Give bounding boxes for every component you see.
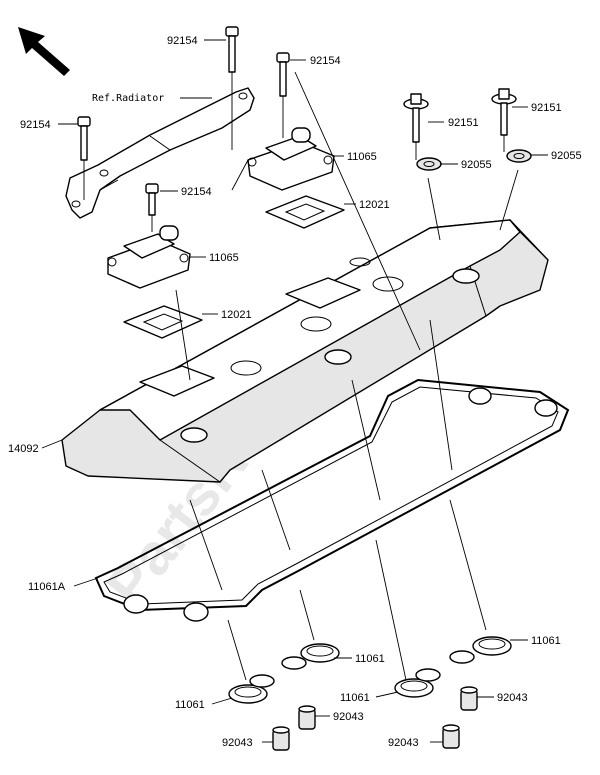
callout-11061-c: 11061 <box>340 692 370 704</box>
callout-92043-b: 92043 <box>333 711 364 723</box>
callout-11061-b: 11061 <box>355 653 385 665</box>
washer-92055-left <box>416 157 442 171</box>
sleeve-92043-b <box>298 705 316 730</box>
reference-label-radiator: Ref.Radiator <box>92 93 164 104</box>
plug-gasket-11061-b <box>281 643 340 670</box>
callout-14092-cover: 14092 <box>8 443 39 455</box>
plate-12021-upper <box>265 195 345 229</box>
callout-92043-a: 92043 <box>222 737 253 749</box>
callout-92154-lower: 92154 <box>181 186 212 198</box>
callout-11061-d: 11061 <box>531 635 561 647</box>
callout-11065-upper: 11065 <box>347 151 377 163</box>
callout-92154-mid: 92154 <box>310 55 341 67</box>
bolt-92154-left <box>77 116 91 161</box>
callout-12021-lower: 12021 <box>221 309 252 321</box>
washer-92055-right <box>506 149 532 163</box>
callout-11061-a: 11061 <box>175 699 205 711</box>
plug-gasket-11061-d <box>449 636 512 664</box>
valve-housing-11065-upper <box>247 127 335 191</box>
callout-92055-right: 92055 <box>551 150 582 162</box>
sleeve-92043-a <box>272 726 290 751</box>
callout-11065-lower: 11065 <box>209 252 239 264</box>
plate-12021-lower <box>123 305 203 339</box>
callout-92154-top: 92154 <box>167 35 198 47</box>
radiator-bracket <box>65 87 255 219</box>
callout-92151-left: 92151 <box>448 117 479 129</box>
valve-housing-11065-lower <box>107 225 191 289</box>
callout-92151-right: 92151 <box>531 102 562 114</box>
callout-92055-left: 92055 <box>461 159 492 171</box>
bolt-92154-top <box>225 26 239 73</box>
callout-11061A-gasket: 11061A <box>28 581 66 593</box>
bolt-92154-mid <box>276 52 290 97</box>
front-direction-arrow-icon <box>18 27 70 76</box>
bolt-92151-right <box>491 88 517 136</box>
bolt-92154-lower <box>145 183 159 216</box>
cover-gasket-11061A <box>94 378 570 622</box>
sleeve-92043-c <box>442 724 460 749</box>
bolt-92151-left <box>403 93 429 143</box>
sleeve-92043-d <box>460 686 478 711</box>
callout-92154-left: 92154 <box>20 119 51 131</box>
plug-gasket-11061-a <box>228 674 275 704</box>
callout-92043-d: 92043 <box>497 692 528 704</box>
callout-12021-upper: 12021 <box>359 199 390 211</box>
leader-lines <box>41 39 548 743</box>
callout-92043-c: 92043 <box>388 737 419 749</box>
plug-gasket-11061-c <box>394 668 441 698</box>
cylinder-head-cover-14092 <box>61 219 549 483</box>
